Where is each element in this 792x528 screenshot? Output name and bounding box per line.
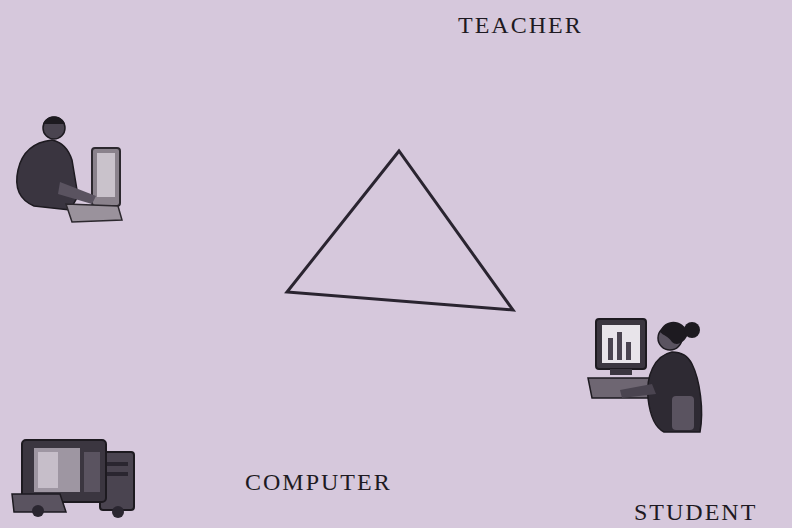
teacher-icon [17,117,122,223]
vertex-label: TEACHER [458,13,583,37]
computer-icon [12,440,134,518]
vertex-label: COMPUTER [245,470,392,494]
vertex-label: STUDENT [634,500,757,524]
student-icon [588,319,702,432]
triangle [287,151,513,310]
